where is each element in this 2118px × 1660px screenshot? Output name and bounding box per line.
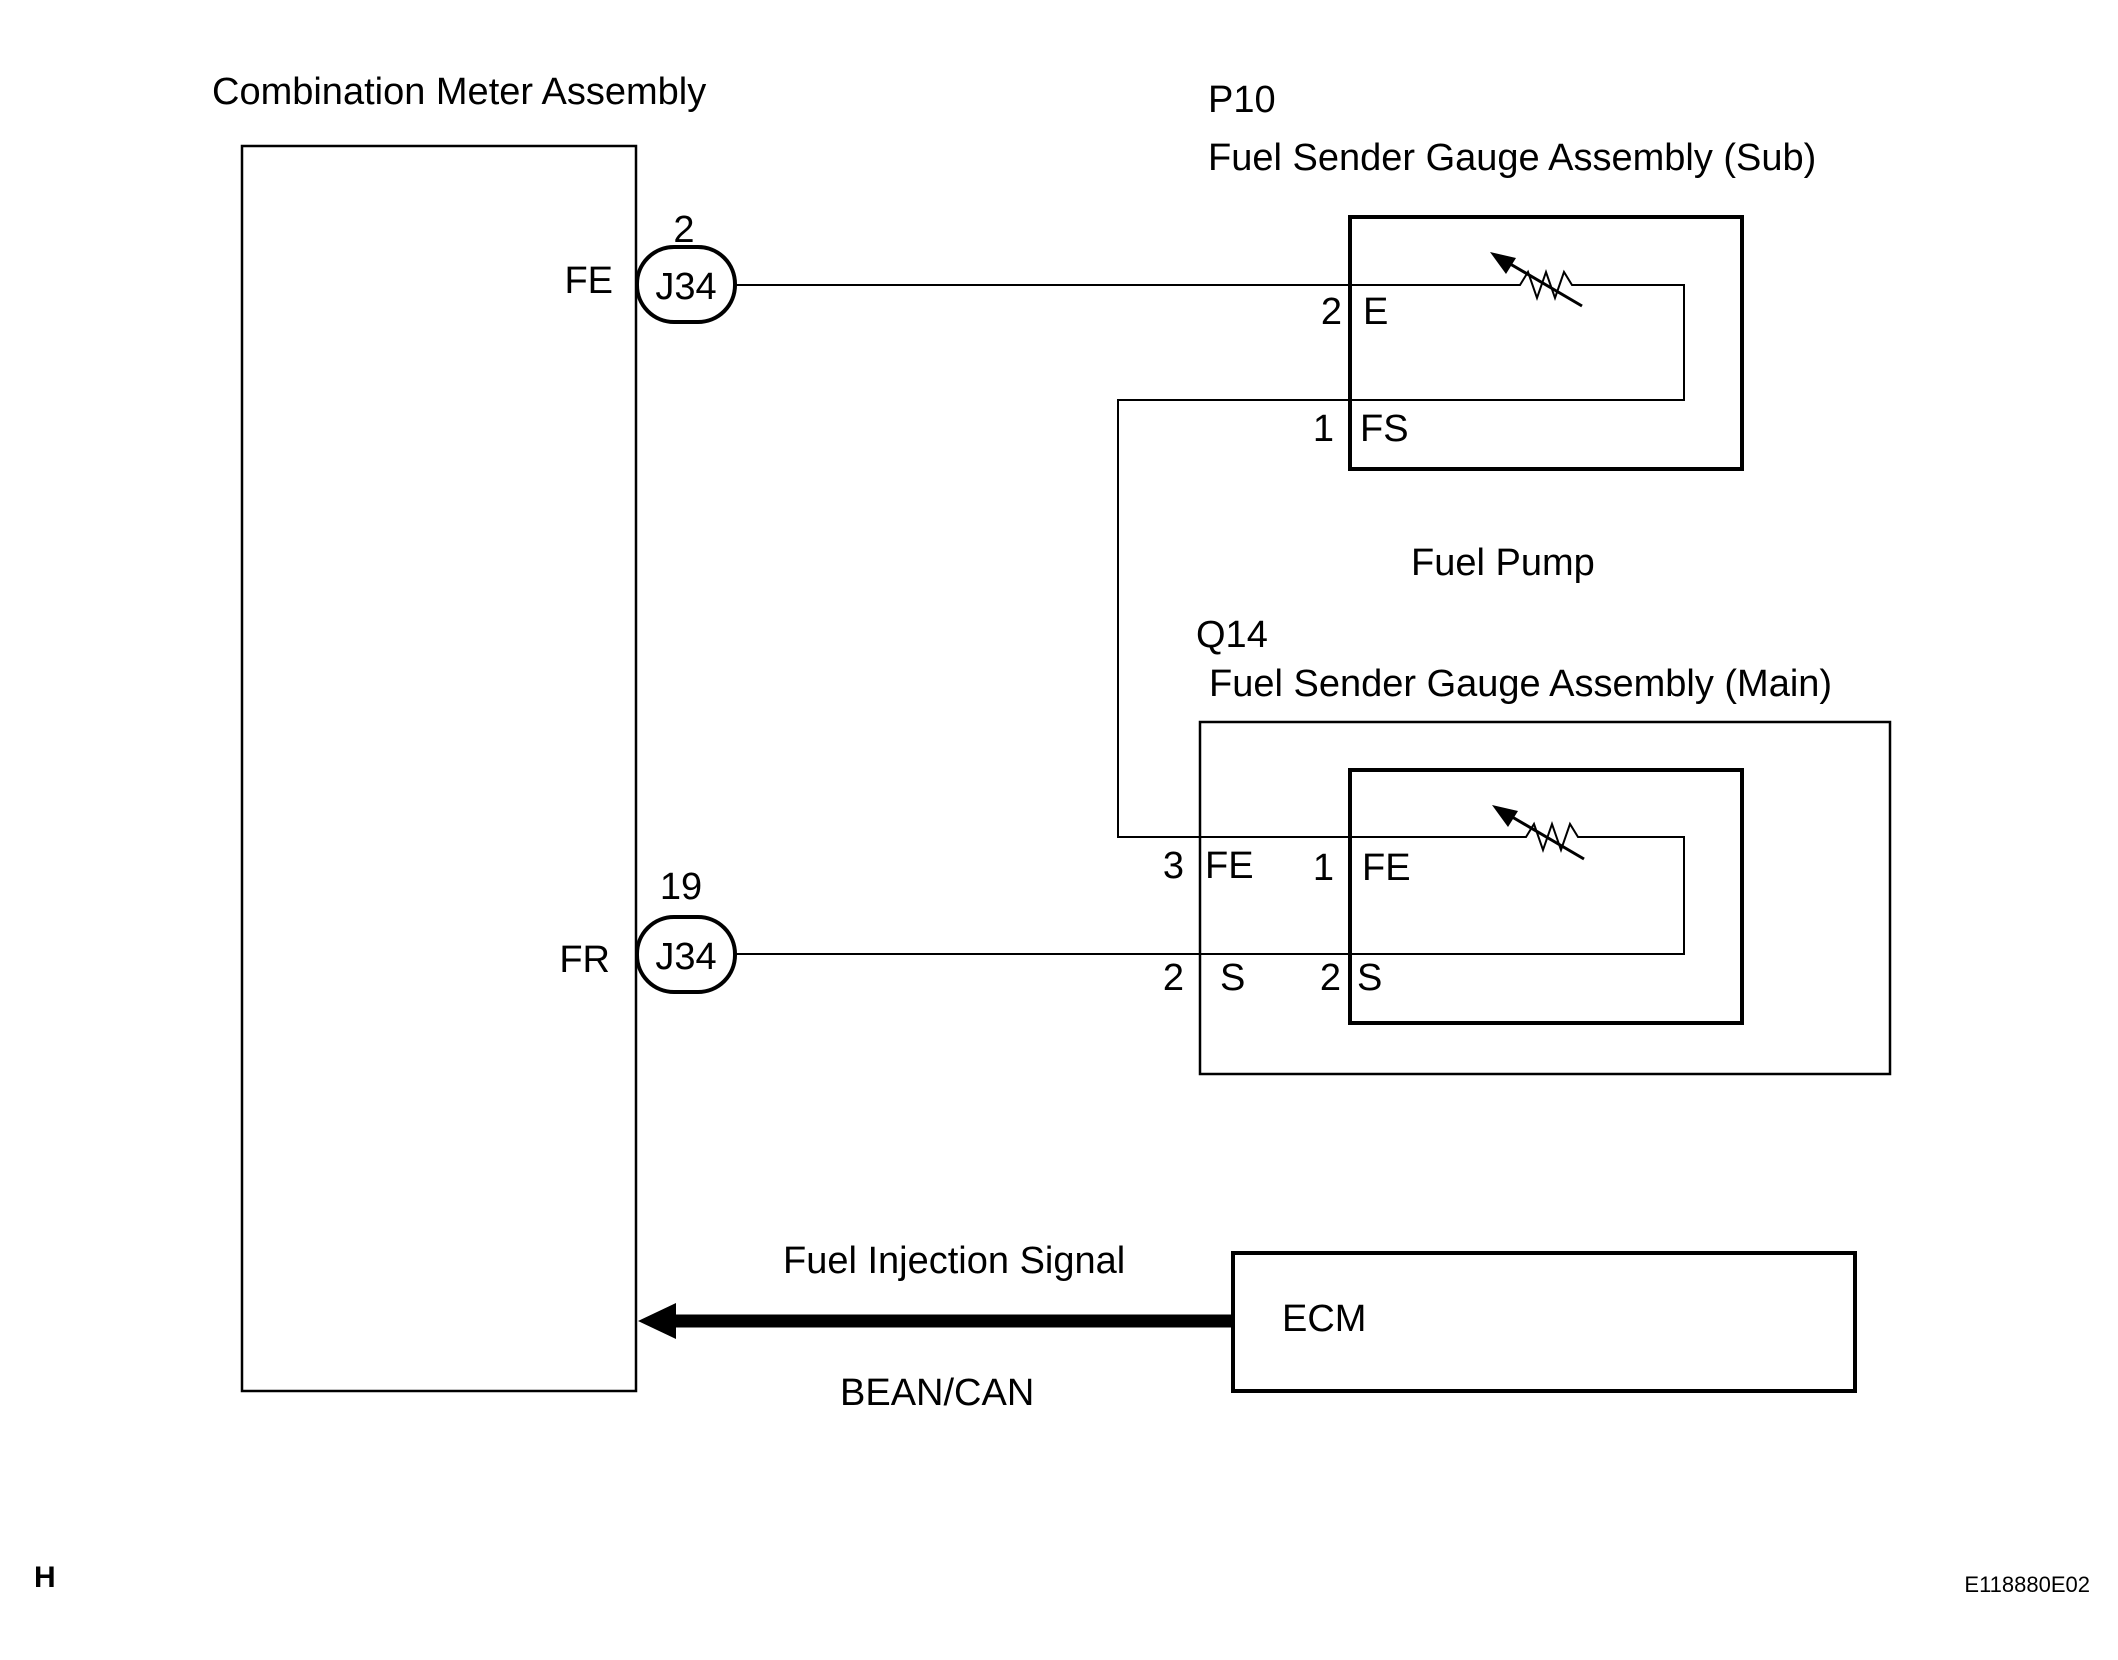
sender-sub-title: Fuel Sender Gauge Assembly (Sub) — [1208, 137, 1816, 179]
figure-id: E118880E02 — [1964, 1572, 2090, 1597]
signal-arrow-icon — [638, 1303, 1233, 1339]
connector-bottom-shape — [635, 915, 737, 994]
fuel-pump-label: Fuel Pump — [1411, 542, 1595, 584]
main-inner-fe-label: FE — [1362, 847, 1411, 889]
fuel-pump-box — [1198, 720, 1892, 1076]
connector-top-pin: 2 — [673, 209, 694, 251]
main-outer-s-label: S — [1220, 957, 1245, 999]
connector-top-name: J34 — [655, 266, 716, 308]
sender-sub-pin-fs-num: 1 — [1313, 408, 1334, 450]
corner-mark: H — [34, 1561, 56, 1594]
meter-pin-fr-label: FR — [559, 939, 610, 981]
wire-main-s-to-fr — [735, 836, 1685, 955]
variable-resistor-icon — [1492, 805, 1585, 861]
meter-pin-fe-label: FE — [564, 260, 613, 302]
main-outer-fe-label: FE — [1205, 845, 1254, 887]
main-outer-fe-num: 3 — [1163, 845, 1184, 887]
sender-sub-pin-fs-label: FS — [1360, 408, 1409, 450]
variable-resistor-icon — [1490, 252, 1583, 308]
main-outer-s-num: 2 — [1163, 957, 1184, 999]
main-inner-fe-num: 1 — [1313, 847, 1334, 889]
connector-bottom-name: J34 — [655, 936, 716, 978]
sender-sub-box — [1348, 215, 1744, 471]
wire-sub-fs-to-main-fe — [1117, 284, 1685, 838]
combination-meter-title: Combination Meter Assembly — [212, 71, 706, 113]
sender-main-box — [1348, 768, 1744, 1025]
sender-main-title: Fuel Sender Gauge Assembly (Main) — [1209, 663, 1832, 705]
main-inner-s-num: 2 — [1320, 957, 1341, 999]
sender-main-code: Q14 — [1196, 614, 1268, 656]
connector-bottom-pin: 19 — [660, 866, 702, 908]
sender-sub-pin-e-label: E — [1363, 291, 1388, 333]
bus-label: BEAN/CAN — [840, 1372, 1034, 1414]
main-inner-s-label: S — [1357, 957, 1382, 999]
signal-label: Fuel Injection Signal — [783, 1240, 1125, 1282]
connector-top-shape — [635, 245, 737, 324]
sender-sub-pin-e-num: 2 — [1321, 291, 1342, 333]
sender-sub-code: P10 — [1208, 79, 1276, 121]
ecm-label: ECM — [1282, 1298, 1366, 1340]
combination-meter-box — [240, 144, 638, 1393]
